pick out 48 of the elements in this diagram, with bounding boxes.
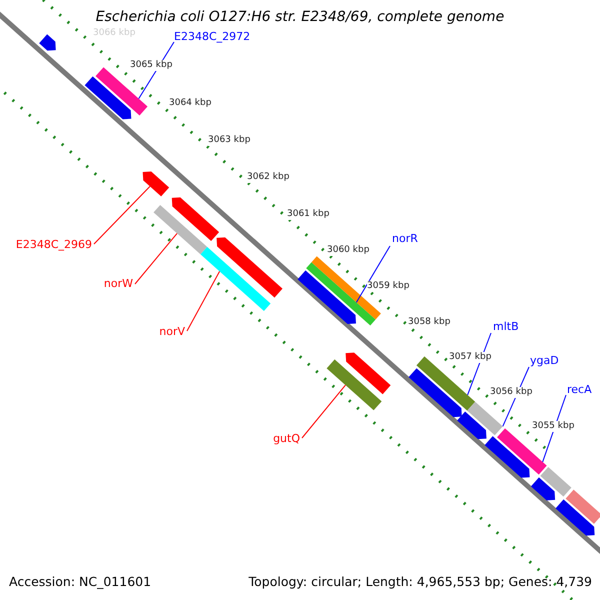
footer-text: Accession: NC_011601 [9,574,152,589]
gene-bar [326,359,382,410]
gene-bar [566,490,600,524]
position-label: 3064 kbp [169,98,212,109]
gene-block [408,368,462,418]
gene-label: recA [567,383,592,396]
gene-block [298,270,356,324]
position-label: 3061 kbp [287,209,330,220]
leader-line [356,246,390,303]
gene-label: norW [104,277,133,290]
position-label: 3057 kbp [449,352,492,363]
leader-line [186,270,220,332]
gene-label: E2348C_2969 [16,238,92,252]
gene-block [556,499,595,536]
leader-line [302,384,346,438]
position-label: 3055 kbp [532,421,574,432]
gene-label: mltB [493,320,519,334]
position-label: 3058 kbp [408,317,450,328]
gene-block [84,76,132,120]
position-label: 3062 kbp [247,172,290,183]
title: Escherichia coli O127:H6 str. E2348/69, complete genome [94,9,506,26]
gene-block [216,237,282,298]
gene-block [39,34,56,51]
footer-text: Topology: circular; Length: 4,965,553 bp; Genes: 4,739 [248,574,592,589]
gene-block [172,197,220,242]
gene-bar [467,402,503,436]
gene-label: gutQ [273,432,300,446]
position-label: 3059 kbp [367,281,410,292]
position-label: 3056 kbp [490,387,532,398]
gene-bar [497,428,547,475]
position-label: 3065 kbp [130,60,172,71]
gene-label: norR [392,232,418,246]
gene-label: E2348C_2972 [174,30,250,44]
gene-bar [200,246,271,311]
leader-line [134,232,178,284]
gene-bar [154,204,208,254]
leader-line [94,186,150,244]
gene-bar [96,67,148,116]
gene-label: norV [159,325,185,338]
gene-bar [540,466,572,497]
position-label: 3063 kbp [208,135,250,146]
gene-block [530,477,556,500]
gene-block [484,436,530,478]
position-label: 3060 kbp [327,245,370,256]
gene-block [457,412,486,440]
gene-block [346,352,391,394]
gene-label: ygaD [530,354,559,368]
gene-block [142,171,170,196]
